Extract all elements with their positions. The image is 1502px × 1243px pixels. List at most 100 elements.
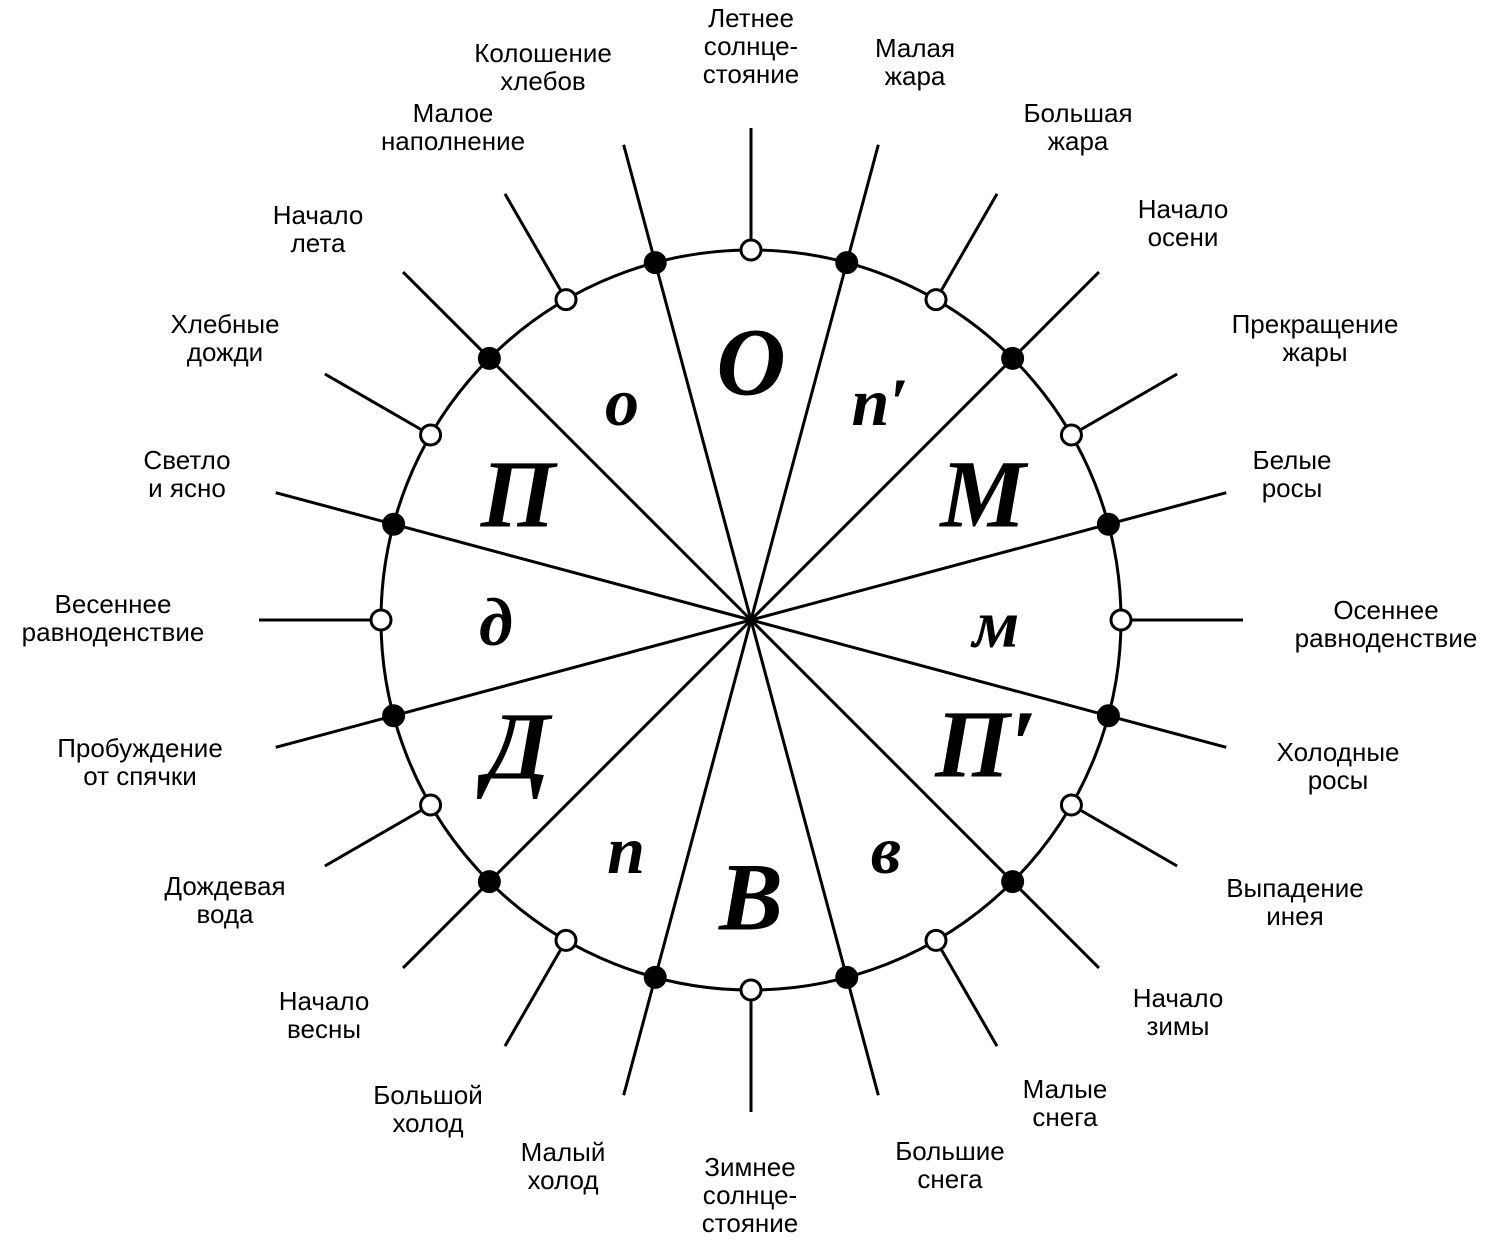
- sector-O: О: [716, 309, 785, 416]
- label-line: зимы: [1146, 1011, 1209, 1041]
- label-line: лета: [291, 228, 346, 258]
- tick-clear-and-bright: [275, 491, 394, 526]
- marker-awakening-of-insects: [382, 704, 406, 728]
- label-line: стояние: [703, 59, 800, 89]
- label-line: жара: [1048, 126, 1109, 156]
- marker-winter-solstice: [739, 978, 763, 1002]
- marker-grain-in-ear: [643, 251, 667, 275]
- label-line: Большой: [373, 1080, 483, 1110]
- sector-V: В: [718, 844, 783, 951]
- label-line: Большая: [1023, 98, 1132, 128]
- label-line: Малое: [413, 98, 494, 128]
- tick-minor-heat: [845, 144, 880, 263]
- label-line: Прекращение: [1232, 309, 1399, 339]
- label-line: Пробуждение: [57, 733, 223, 763]
- label-line: Холодные: [1277, 737, 1400, 767]
- label-line: росы: [1262, 473, 1323, 503]
- marker-grain-buds: [554, 288, 578, 312]
- marker-start-of-summer: [477, 346, 501, 370]
- sector-n-prime: п′: [852, 364, 909, 440]
- label-line: Колошение: [474, 38, 612, 68]
- label-line: от спячки: [83, 761, 197, 791]
- label-line: жара: [885, 61, 946, 91]
- tick-cold-dew: [1108, 714, 1227, 749]
- sector-v: в: [871, 812, 901, 888]
- tick-white-dew: [1108, 491, 1227, 526]
- marker-spring-equinox: [369, 608, 393, 632]
- marker-autumn-equinox: [1109, 608, 1133, 632]
- ticks-group: [259, 128, 1243, 1112]
- tick-grain-rain: [324, 372, 432, 437]
- marker-white-dew: [1096, 512, 1120, 536]
- label-line: и ясно: [148, 473, 226, 503]
- sector-o: о: [605, 364, 639, 440]
- label-line: снега: [917, 1164, 983, 1194]
- marker-cold-dew: [1096, 704, 1120, 728]
- label-line: Осеннее: [1333, 595, 1438, 625]
- marker-start-of-winter: [1001, 870, 1025, 894]
- label-line: дожди: [187, 337, 263, 367]
- tick-major-cold: [503, 939, 568, 1047]
- spokes-group: [393, 262, 1109, 978]
- tick-start-of-spring: [402, 880, 491, 969]
- spoke-major-snow: [749, 619, 849, 978]
- label-line: Малый: [521, 1137, 606, 1167]
- label-line: осени: [1148, 222, 1219, 252]
- label-line: весны: [287, 1014, 361, 1044]
- label-line: Светло: [143, 445, 230, 475]
- marker-start-of-spring: [477, 870, 501, 894]
- marker-minor-heat: [835, 251, 859, 275]
- sector-P: П: [480, 441, 559, 548]
- label-line: вода: [196, 899, 254, 929]
- label-line: Большие: [895, 1136, 1005, 1166]
- tick-major-heat: [934, 193, 999, 301]
- marker-minor-cold: [643, 965, 667, 989]
- tick-major-snow: [845, 977, 880, 1096]
- label-line: холод: [392, 1108, 463, 1138]
- label-line: наполнение: [381, 126, 525, 156]
- tick-minor-snow: [934, 939, 999, 1047]
- label-line: Малые: [1023, 1074, 1108, 1104]
- sector-m: м: [970, 586, 1020, 662]
- tick-end-of-heat: [1070, 372, 1178, 437]
- marker-minor-snow: [924, 928, 948, 952]
- marker-summer-solstice: [739, 238, 763, 262]
- tick-awakening-of-insects: [275, 714, 394, 749]
- label-line: Зимнее: [704, 1152, 795, 1182]
- spoke-minor-cold: [653, 619, 753, 978]
- label-line: хлебов: [500, 66, 586, 96]
- sector-M: М: [938, 441, 1029, 548]
- spoke-awakening-of-insects: [393, 618, 752, 718]
- marker-grain-rain: [419, 423, 443, 447]
- label-line: снега: [1032, 1102, 1098, 1132]
- label-line: стояние: [702, 1208, 799, 1238]
- sector-n: п: [607, 812, 645, 888]
- spoke-start-of-autumn: [749, 357, 1014, 622]
- markers-group: [369, 238, 1133, 1002]
- tick-grain-buds: [503, 193, 568, 301]
- marker-clear-and-bright: [382, 512, 406, 536]
- label-line: Выпадение: [1226, 873, 1364, 903]
- label-line: холод: [527, 1165, 598, 1195]
- tick-frost-descent: [1070, 803, 1178, 868]
- label-line: Малая: [875, 33, 955, 63]
- spoke-white-dew: [750, 522, 1109, 622]
- tick-rain-water: [324, 803, 432, 868]
